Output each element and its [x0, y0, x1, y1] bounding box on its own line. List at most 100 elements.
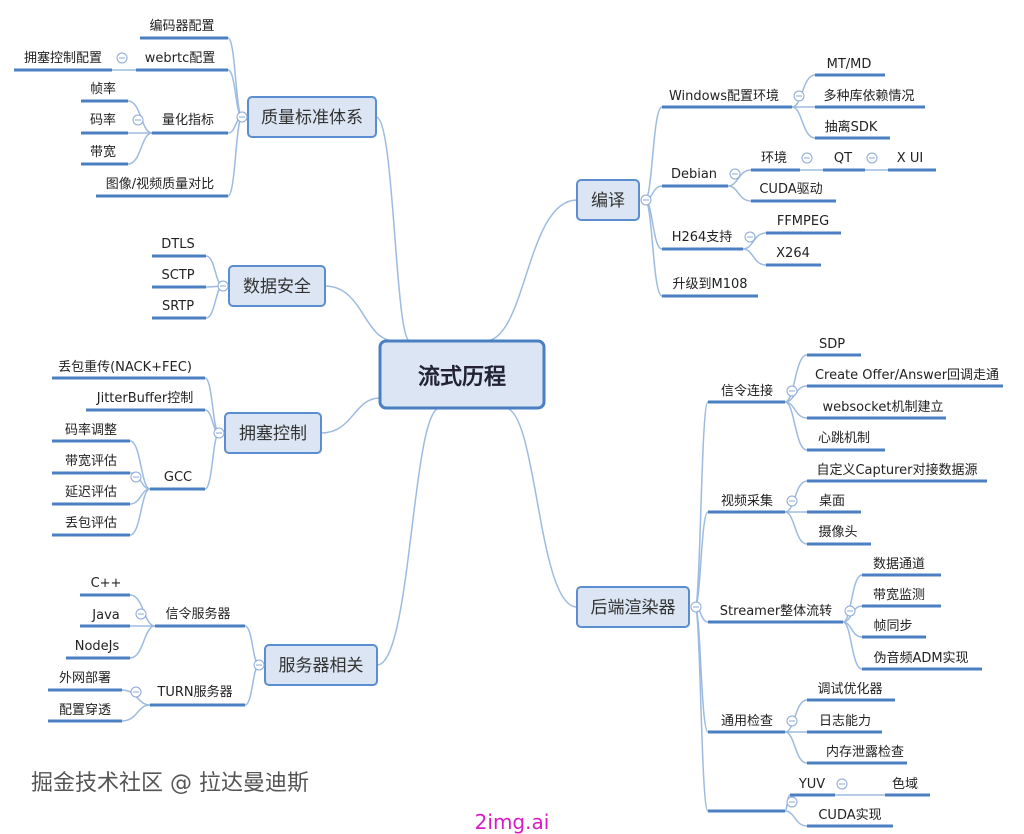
collapse-toggle-icon[interactable] [836, 778, 848, 790]
topic-node[interactable]: QT [823, 151, 865, 172]
topic-node[interactable]: 帧同步 [862, 619, 926, 639]
topic-node[interactable]: MT/MD [815, 57, 885, 77]
topic-node[interactable]: CUDA驱动 [751, 182, 836, 203]
branch-node[interactable]: 拥塞控制 [224, 412, 322, 454]
topic-node[interactable]: 带宽 [81, 144, 128, 166]
collapse-toggle-icon[interactable] [132, 114, 144, 126]
collapse-toggle-icon[interactable] [690, 601, 702, 613]
connector-line [727, 185, 752, 202]
topic-node[interactable]: 通用检查 [708, 714, 785, 734]
connector-line [376, 407, 441, 666]
collapse-toggle-icon[interactable] [217, 280, 229, 292]
collapse-toggle-icon[interactable] [130, 686, 142, 698]
collapse-toggle-icon[interactable] [640, 194, 652, 206]
topic-node[interactable]: 视频采集 [708, 493, 785, 514]
collapse-toggle-icon[interactable] [213, 427, 225, 439]
topic-node[interactable]: 数据通道 [862, 557, 941, 577]
collapse-toggle-icon[interactable] [786, 796, 798, 808]
branch-node[interactable]: 服务器相关 [264, 644, 378, 686]
collapse-toggle-icon[interactable] [253, 659, 265, 671]
topic-node[interactable]: JitterBuffer控制 [86, 391, 205, 412]
topic-node[interactable]: 码率 [81, 112, 128, 135]
topic-label: Create Offer/Answer回调走通 [815, 368, 999, 383]
topic-node[interactable]: Streamer整体流转 [708, 604, 843, 624]
topic-node[interactable]: 调试优化器 [807, 682, 895, 702]
collapse-toggle-icon[interactable] [744, 231, 756, 243]
branch-node[interactable]: 编译 [576, 179, 640, 221]
topic-node[interactable]: 图像/视频质量对比 [96, 177, 228, 198]
topic-node[interactable]: 信令连接 [708, 383, 785, 404]
topic-node[interactable]: 量化指标 [152, 113, 228, 135]
topic-node[interactable]: 带宽评估 [52, 453, 130, 475]
topic-node[interactable]: 延迟评估 [52, 485, 130, 506]
branch-node[interactable]: 质量标准体系 [247, 96, 377, 138]
topic-node[interactable]: GCC [150, 470, 205, 491]
topic-label: SCTP [161, 268, 194, 283]
collapse-toggle-icon[interactable] [801, 152, 813, 164]
topic-node[interactable]: 桌面 [807, 494, 861, 514]
topic-node[interactable]: C++ [80, 576, 130, 597]
topic-node[interactable]: DTLS [152, 237, 206, 258]
collapse-toggle-icon[interactable] [793, 90, 805, 102]
topic-node[interactable]: X264 [766, 246, 821, 267]
topic-node[interactable]: 伪音频ADM实现 [862, 650, 982, 671]
topic-node[interactable]: 码率调整 [52, 422, 130, 443]
topic-node[interactable]: 日志能力 [807, 714, 882, 734]
topic-node[interactable]: H264支持 [662, 230, 743, 251]
topic-node[interactable]: 带宽监测 [862, 587, 941, 608]
collapse-toggle-icon[interactable] [786, 385, 798, 397]
topic-node[interactable]: 多种库依赖情况 [815, 88, 925, 109]
collapse-toggle-icon[interactable] [236, 111, 248, 123]
topic-node[interactable]: 色域 [885, 776, 930, 797]
topic-node[interactable]: CUDA实现 [807, 808, 893, 828]
topic-node[interactable]: NodeJs [66, 639, 130, 660]
topic-node[interactable]: FFMPEG [766, 214, 841, 235]
collapse-toggle-icon[interactable] [866, 152, 878, 164]
root-node[interactable]: 流式历程 [378, 339, 546, 410]
topic-node[interactable]: 配置穿透 [48, 702, 122, 723]
topic-node[interactable]: Java [80, 608, 130, 628]
branch-node[interactable]: 数据安全 [228, 265, 326, 307]
topic-node[interactable]: X UI [888, 151, 936, 172]
topic-node[interactable]: SRTP [152, 299, 206, 320]
topic-node[interactable]: 帧率 [81, 81, 128, 103]
topic-node[interactable]: 内存泄露检查 [807, 744, 907, 765]
topic-node[interactable]: TURN服务器 [150, 684, 245, 707]
collapse-toggle-icon[interactable] [135, 608, 147, 620]
topic-label: 帧率 [90, 81, 116, 97]
collapse-toggle-icon[interactable] [844, 605, 856, 617]
connector-line [784, 401, 808, 451]
topic-node[interactable]: Create Offer/Answer回调走通 [807, 368, 1003, 388]
topic-node[interactable]: SCTP [152, 268, 206, 289]
branch-node[interactable]: 后端渲染器 [576, 586, 690, 628]
topic-node[interactable]: websocket机制建立 [807, 400, 946, 420]
collapse-toggle-icon[interactable] [729, 168, 741, 180]
connector-line [791, 74, 816, 108]
topic-node[interactable]: SDP [807, 337, 861, 357]
topic-label: 丢包评估 [65, 516, 117, 531]
topic-node[interactable]: 拥塞控制配置 [14, 50, 112, 72]
collapse-toggle-icon[interactable] [786, 495, 798, 507]
topic-node[interactable]: 环境 [751, 151, 800, 172]
topic-node[interactable]: YUV [790, 777, 835, 797]
topic-node[interactable]: Windows配置环境 [662, 89, 792, 109]
topic-node[interactable]: 摄像头 [807, 525, 871, 546]
topic-label: FFMPEG [777, 214, 829, 229]
topic-label: QT [834, 151, 852, 166]
collapse-toggle-icon[interactable] [130, 471, 142, 483]
topic-node[interactable]: 抽离SDK [815, 119, 890, 140]
topic-node[interactable]: 信令服务器 [155, 606, 245, 628]
topic-node[interactable]: webrtc配置 [136, 51, 228, 72]
collapse-toggle-icon[interactable] [786, 715, 798, 727]
topic-node[interactable]: 编码器配置 [140, 19, 228, 40]
topic-node[interactable]: 升级到M108 [662, 277, 758, 298]
topic-node[interactable]: 心跳机制 [807, 431, 885, 452]
collapse-toggle-icon[interactable] [116, 52, 128, 64]
topic-node[interactable]: 丢包重传(NACK+FEC) [52, 359, 205, 380]
topic-node[interactable]: 自定义Capturer对接数据源 [807, 462, 987, 483]
topic-node[interactable]: 丢包评估 [52, 516, 130, 537]
branch-label: 数据安全 [243, 277, 311, 297]
topic-node[interactable]: Debian [662, 167, 728, 188]
topic-node[interactable]: 外网部署 [48, 671, 122, 692]
